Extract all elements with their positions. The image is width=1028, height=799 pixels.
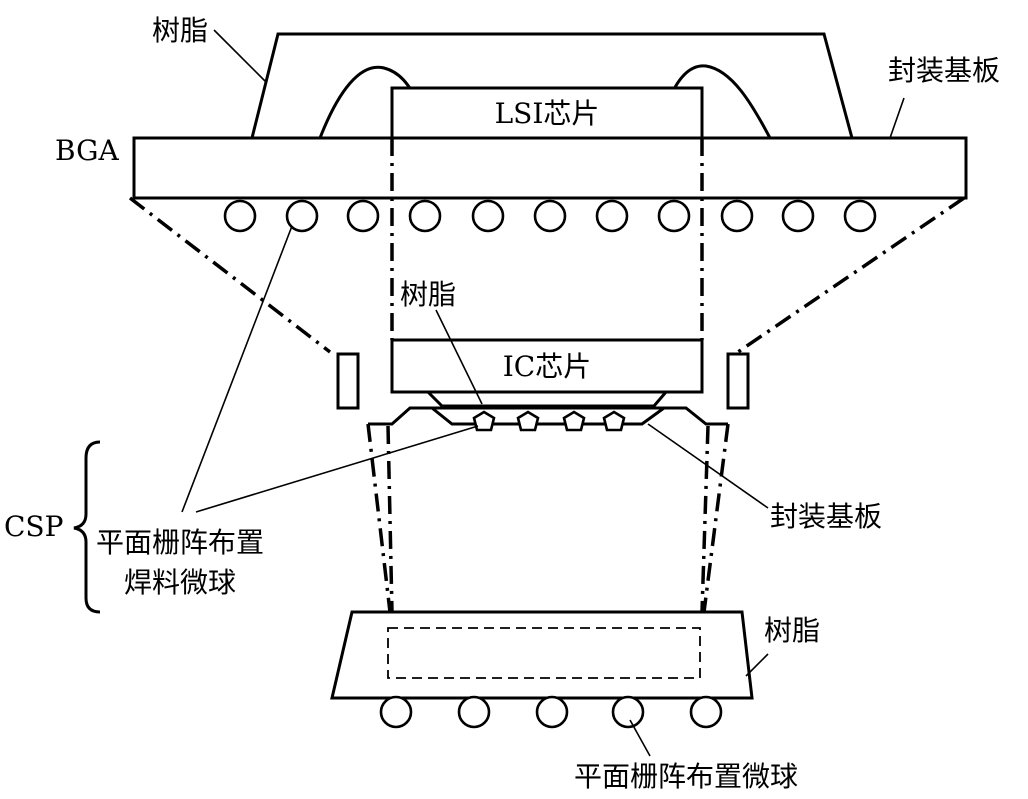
projection-line-outer-left <box>128 196 332 354</box>
lower-ball <box>457 695 491 729</box>
leader-area-array-to-micro-bump <box>195 425 479 513</box>
lower-chip-outline <box>387 627 701 679</box>
label-area-array-balls: 平面栅阵布置微球 <box>574 760 798 793</box>
micro-bump <box>602 410 626 432</box>
bga-ball <box>285 199 319 233</box>
micro-bump <box>516 410 540 432</box>
leader-resin-mid <box>435 309 483 405</box>
label-package-substrate-top: 封装基板 <box>888 54 1000 87</box>
projection-line-lower-outer-left <box>366 423 392 613</box>
lower-ball <box>689 695 723 729</box>
lower-ball <box>611 695 645 729</box>
bga-substrate <box>132 136 968 200</box>
lower-resin-body <box>330 610 754 700</box>
projection-line-lower-inner-right <box>700 425 710 613</box>
csp-micro-bumps <box>472 410 626 432</box>
bga-ball <box>843 199 877 233</box>
projection-line-outer-right <box>737 196 965 354</box>
label-package-substrate-mid: 封装基板 <box>770 500 882 533</box>
label-resin-bottom: 树脂 <box>764 614 820 647</box>
leader-substrate-mid <box>647 423 769 509</box>
bga-ball <box>408 199 442 233</box>
bga-ball <box>720 199 754 233</box>
lower-ball <box>535 695 569 729</box>
csp-side-block-left <box>336 352 360 410</box>
csp-resin-underfill <box>424 390 670 408</box>
lower-solder-balls <box>379 695 723 729</box>
label-area-array-line2: 焊料微球 <box>124 566 236 599</box>
leader-resin-top <box>213 29 267 83</box>
leader-area-array-to-bga-ball <box>181 225 293 513</box>
bga-ball <box>346 199 380 233</box>
bga-ball <box>533 199 567 233</box>
label-ic-chip: IC芯片 <box>503 350 592 383</box>
bga-solder-balls <box>223 199 877 233</box>
lsi-chip <box>390 86 704 140</box>
bga-ball <box>657 199 691 233</box>
micro-bump <box>472 410 496 432</box>
bga-bond-wire-right <box>666 64 772 139</box>
label-resin-top: 树脂 <box>152 14 208 47</box>
csp-substrate <box>368 406 728 426</box>
csp-brace <box>73 440 101 614</box>
label-csp: CSP <box>4 510 63 543</box>
leader-substrate-top <box>889 97 905 139</box>
bga-ball <box>781 199 815 233</box>
projection-line-lower-inner-left <box>386 425 394 613</box>
leader-resin-bottom <box>745 653 769 677</box>
csp-substrate-lower <box>431 406 665 426</box>
csp-side-block-right <box>726 352 750 410</box>
projection-line-lower-outer-right <box>702 423 730 613</box>
bga-ball <box>223 199 257 233</box>
lower-ball <box>379 695 413 729</box>
micro-bump <box>562 410 586 432</box>
label-area-array-line1: 平面栅阵布置 <box>96 526 264 559</box>
bga-ball <box>471 199 505 233</box>
label-bga: BGA <box>55 134 119 167</box>
label-lsi-chip: LSI芯片 <box>495 97 600 130</box>
bga-ball <box>595 199 629 233</box>
leader-area-array-balls <box>629 719 651 757</box>
label-resin-mid: 树脂 <box>400 278 456 311</box>
